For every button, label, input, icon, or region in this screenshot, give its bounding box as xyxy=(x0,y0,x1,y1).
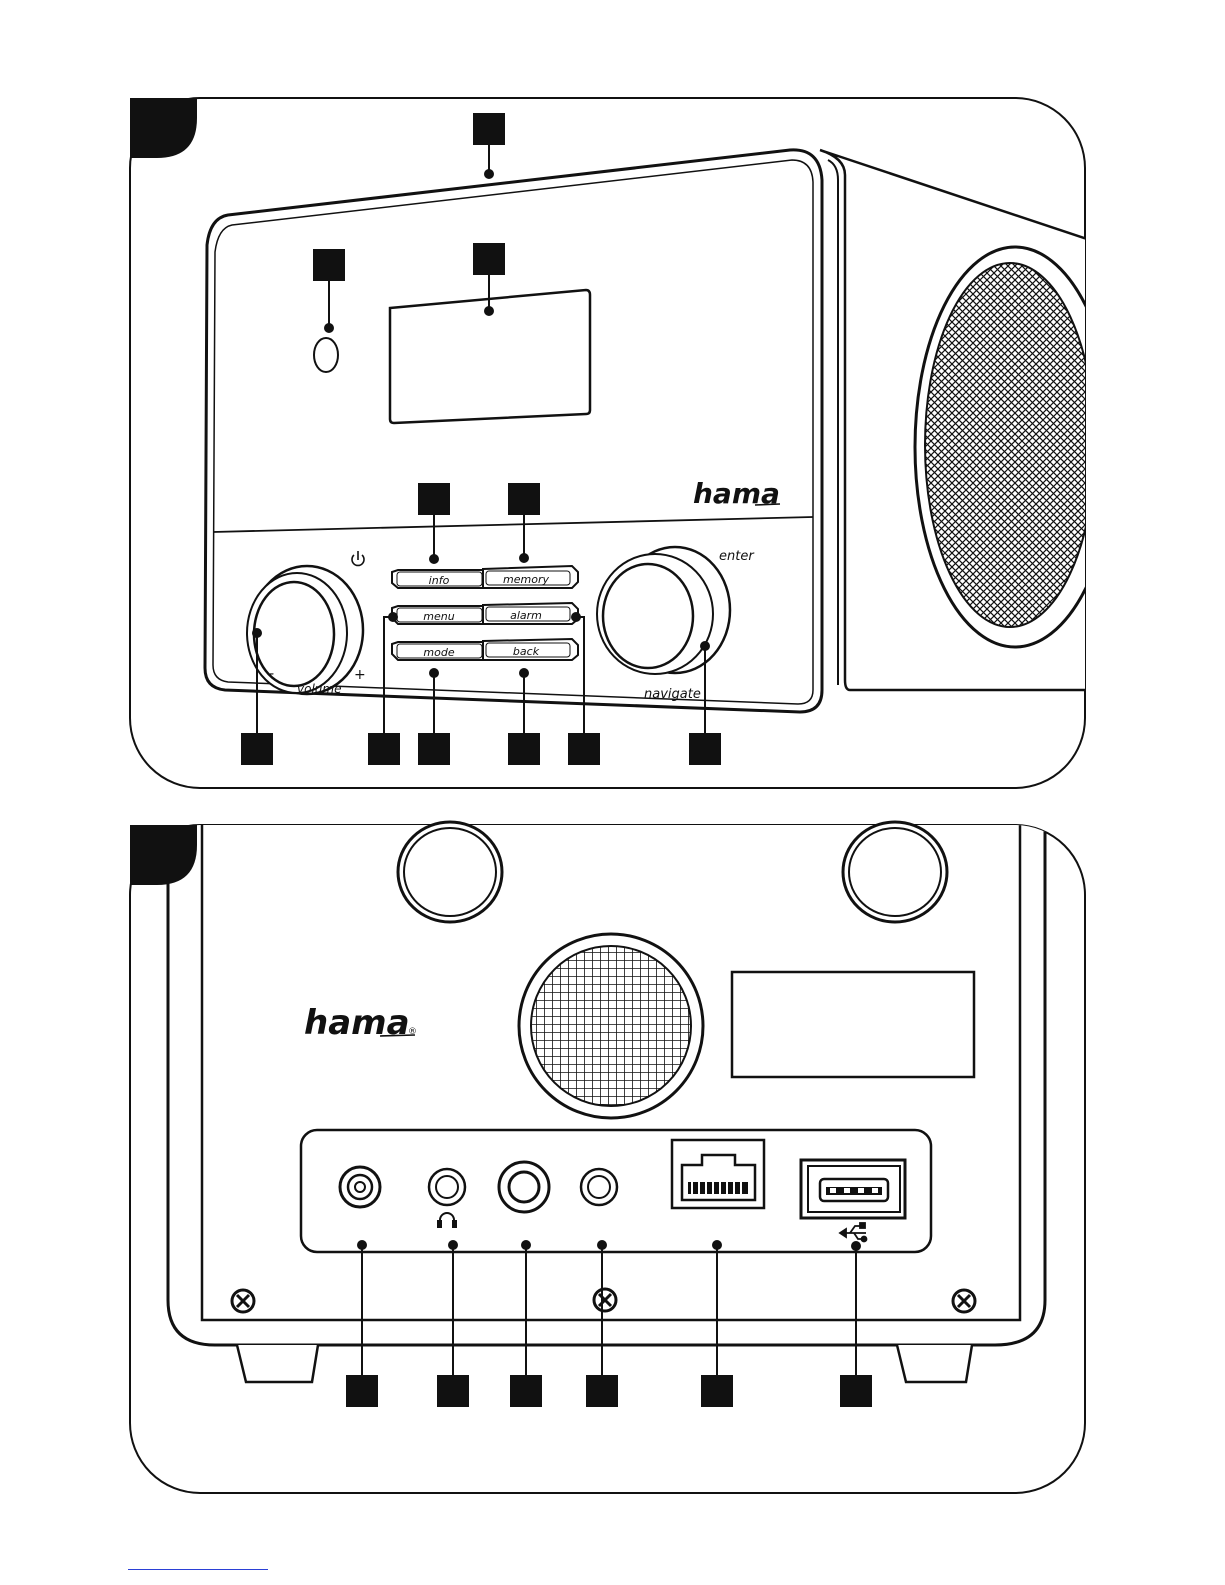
dc-power-jack[interactable] xyxy=(340,1167,380,1207)
back-view-panel: hama ® xyxy=(130,822,1085,1493)
button-info[interactable]: info xyxy=(392,570,484,588)
callout-box-lineout xyxy=(511,1376,541,1406)
callout-box-volume xyxy=(242,734,272,764)
callout-box-memory xyxy=(509,484,539,514)
side-speaker-grille xyxy=(925,263,1095,627)
button-mode-label: mode xyxy=(423,646,454,659)
callout-box-back xyxy=(509,734,539,764)
screw-icon xyxy=(232,1290,254,1312)
volume-label: volume xyxy=(297,682,341,696)
callout-box-usb xyxy=(841,1376,871,1406)
callout-box-ethernet xyxy=(702,1376,732,1406)
callout-box-info xyxy=(419,484,449,514)
front-view-panel: hama - + volume info memory men xyxy=(130,98,1115,788)
headphone-jack[interactable] xyxy=(429,1169,465,1205)
foot-right xyxy=(897,1345,972,1382)
button-alarm[interactable]: alarm xyxy=(483,603,578,624)
callout-box-mode xyxy=(419,734,449,764)
callout-box-navigate xyxy=(690,734,720,764)
back-brand-logo: hama xyxy=(304,1003,410,1043)
button-back[interactable]: back xyxy=(483,639,578,660)
volume-minus-label: - xyxy=(269,666,274,682)
foot-left xyxy=(237,1345,318,1382)
button-memory-label: memory xyxy=(503,573,549,586)
back-knob-right xyxy=(843,822,947,922)
footer-underline xyxy=(128,1569,268,1570)
rear-speaker-grille xyxy=(531,946,691,1106)
volume-plus-label: + xyxy=(354,667,366,683)
enter-label: enter xyxy=(719,549,755,564)
screw-icon-right xyxy=(953,1290,975,1312)
button-info-label: info xyxy=(429,574,450,587)
button-alarm-label: alarm xyxy=(510,609,542,622)
button-menu[interactable]: menu xyxy=(392,606,484,624)
line-out-jack[interactable] xyxy=(499,1162,549,1212)
callout-box-aux xyxy=(587,1376,617,1406)
light-sensor xyxy=(314,338,338,372)
rating-label-plate xyxy=(732,972,974,1077)
usb-port-icon[interactable] xyxy=(801,1160,905,1218)
callout-box-dc xyxy=(347,1376,377,1406)
aux-in-jack[interactable] xyxy=(581,1169,617,1205)
button-back-label: back xyxy=(513,645,540,658)
callout-box-top xyxy=(474,114,504,144)
ethernet-port-icon[interactable] xyxy=(672,1140,764,1208)
button-menu-label: menu xyxy=(423,610,454,623)
callout-box-alarm xyxy=(569,734,599,764)
button-mode[interactable]: mode xyxy=(392,642,484,660)
callout-box-sensor xyxy=(314,250,344,280)
callout-box-menu xyxy=(369,734,399,764)
screw-icon-center xyxy=(594,1289,616,1311)
button-memory[interactable]: memory xyxy=(483,566,578,588)
back-knob-left xyxy=(398,822,502,922)
callout-box-display xyxy=(474,244,504,274)
navigate-label: navigate xyxy=(644,687,701,702)
callout-box-headphone xyxy=(438,1376,468,1406)
